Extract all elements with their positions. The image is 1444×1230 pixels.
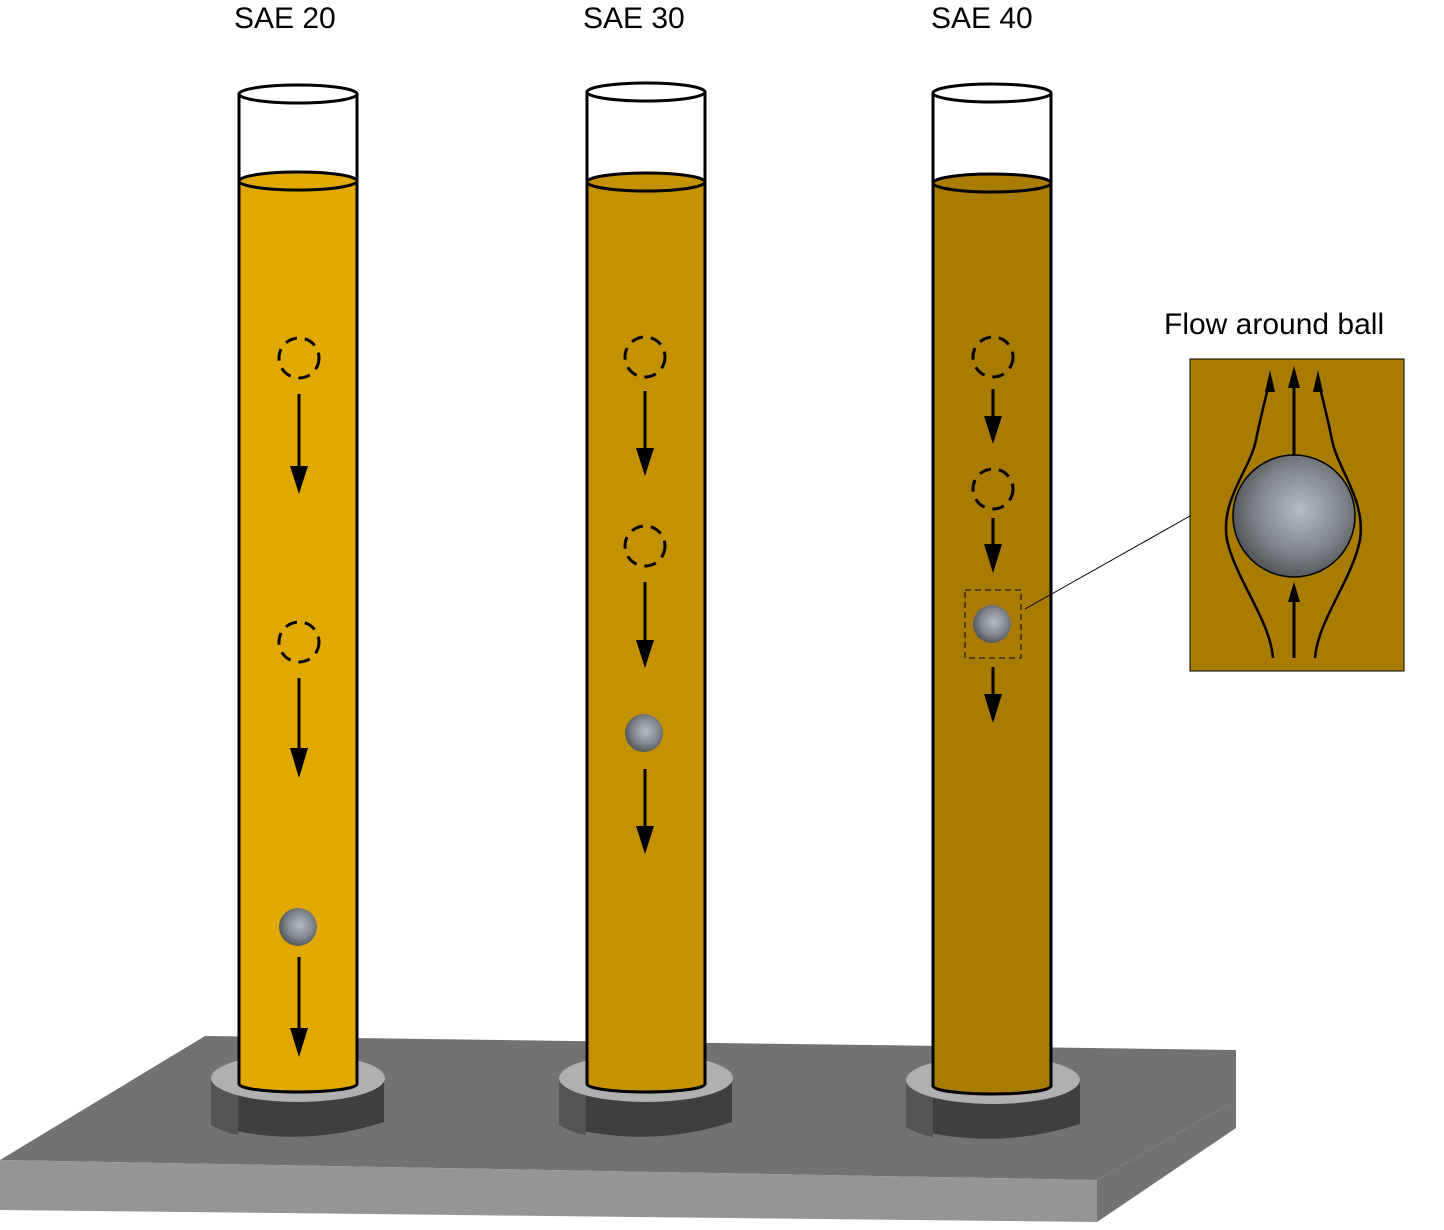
arrow-up-icon	[1313, 370, 1323, 392]
arrow-down-icon	[290, 1028, 308, 1057]
label-sae20: SAE 20	[234, 2, 336, 35]
arrow-down-icon	[290, 748, 308, 778]
inset-title: Flow around ball	[1164, 308, 1385, 341]
label-sae30: SAE 30	[583, 2, 685, 35]
ball	[625, 714, 663, 752]
arrow-down-icon	[290, 466, 308, 494]
arrow-down-icon	[984, 544, 1002, 573]
oil-surface	[585, 171, 707, 193]
ball-large	[1232, 454, 1356, 578]
ghost-ball	[277, 620, 321, 664]
zoom-box	[964, 589, 1022, 659]
ghost-ball	[623, 524, 667, 568]
arrow-down-icon	[636, 640, 654, 668]
ghost-ball	[277, 336, 321, 380]
streamline-right	[1313, 377, 1363, 659]
oil-surface	[237, 170, 359, 192]
cylinder-rim	[237, 83, 359, 105]
flow-inset	[1189, 358, 1405, 672]
label-sae40: SAE 40	[931, 2, 1033, 35]
cylinder-sae20	[237, 83, 359, 1094]
callout-line	[1024, 515, 1191, 610]
ghost-ball	[971, 467, 1015, 511]
cylinder-sae30	[585, 81, 707, 1094]
arrow-up-icon	[1265, 370, 1275, 392]
streamline-left	[1224, 377, 1275, 659]
arrow-down-icon	[984, 694, 1002, 723]
cylinder-sae40	[931, 82, 1053, 1096]
arrow-down-icon	[636, 826, 654, 854]
arrow-down-icon	[636, 448, 654, 476]
ghost-ball	[623, 335, 667, 379]
ball	[279, 908, 317, 946]
ball	[973, 605, 1011, 643]
cylinder-rim	[585, 81, 707, 103]
oil-surface	[931, 172, 1053, 194]
arrow-up-icon	[1288, 366, 1300, 388]
arrow-down-icon	[984, 416, 1002, 444]
ghost-ball	[971, 335, 1015, 379]
cylinder-rim	[931, 82, 1053, 104]
arrow-up-icon	[1288, 582, 1300, 602]
